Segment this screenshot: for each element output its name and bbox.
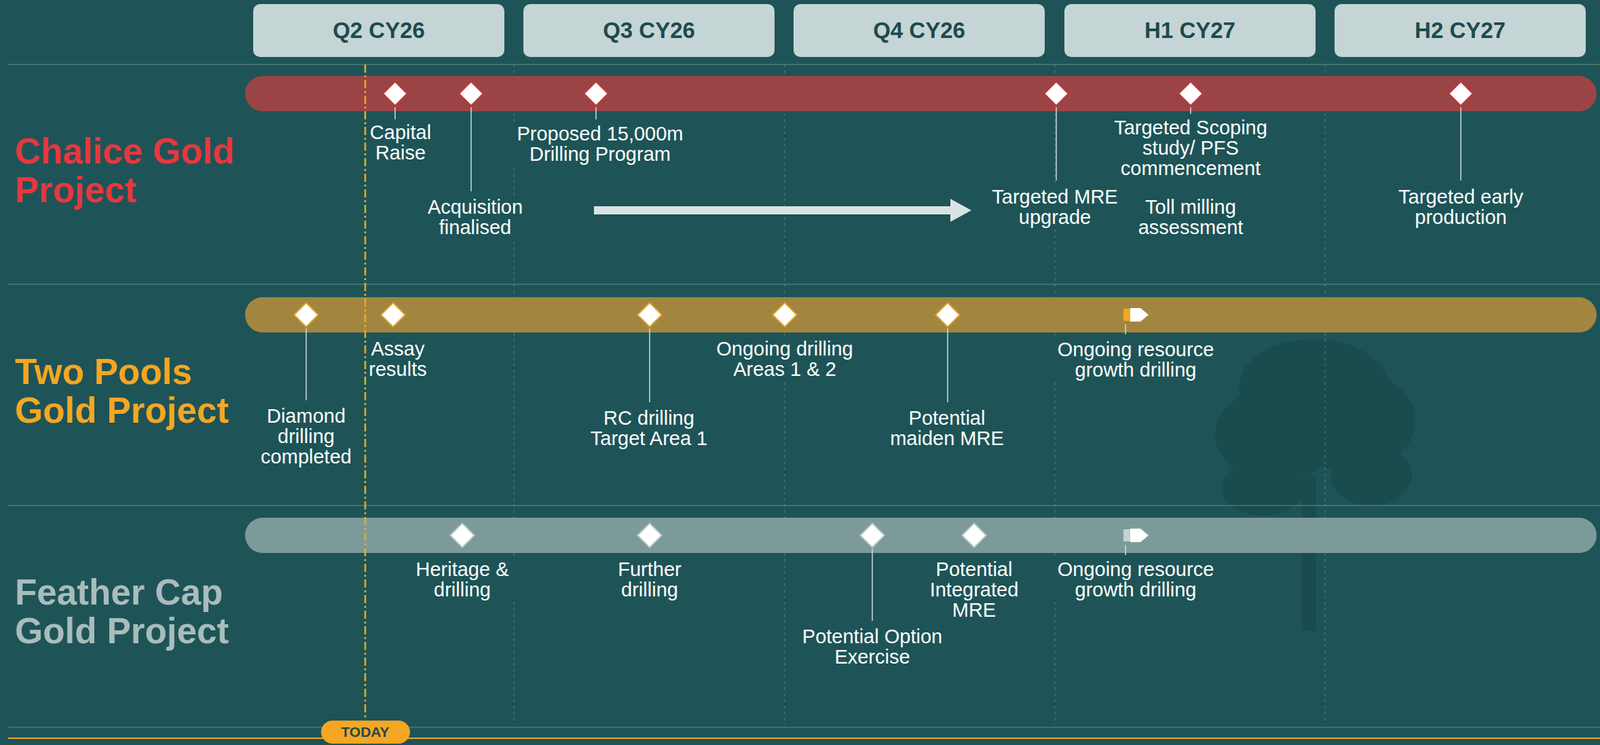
tree-canopy (1221, 461, 1304, 516)
column-divider (1054, 64, 1056, 725)
milestone-label: RC drilling Target Area 1 (581, 407, 717, 449)
period-header: H1 CY27 (1064, 4, 1316, 58)
milestone-label: Diamond drilling completed (255, 405, 358, 468)
project-band (245, 76, 1597, 112)
milestone-diamond (583, 81, 608, 106)
today-marker: TODAY (321, 720, 411, 744)
leader-line (648, 328, 651, 403)
ongoing-marker-base (1123, 308, 1131, 322)
leader-line (1124, 545, 1127, 556)
column-divider (1324, 64, 1326, 725)
period-label: Q4 CY26 (872, 17, 966, 44)
milestone-diamond (458, 81, 483, 106)
milestone-diamond (382, 81, 407, 106)
milestone-diamond (1448, 81, 1473, 106)
row-separator (8, 283, 1600, 286)
milestone-diamond (1178, 81, 1203, 106)
leader-line (1055, 107, 1057, 181)
milestone-diamond (450, 523, 474, 548)
milestone-label: Acquisition finalised (420, 196, 530, 238)
milestone-diamond (961, 523, 986, 548)
tree-silhouette (1215, 339, 1416, 632)
leader-line (305, 328, 307, 401)
milestone-label: Toll milling assessment (1132, 196, 1249, 238)
today-line (364, 64, 367, 719)
leader-line (871, 549, 873, 622)
project-name: Chalice Gold Project (14, 131, 246, 210)
project-name: Two Pools Gold Project (14, 352, 246, 430)
baseline (8, 737, 1600, 740)
leader-line (946, 328, 949, 403)
leader-line (1124, 324, 1127, 335)
timeline-graphics (8, 64, 1600, 739)
row-separator (8, 727, 1600, 729)
milestone-label: Proposed 15,000m Drilling Program (511, 123, 689, 165)
milestone-label: Ongoing drilling Areas 1 & 2 (710, 338, 860, 380)
milestone-diamond (1044, 81, 1068, 106)
column-divider (784, 64, 786, 725)
milestone-diamond (380, 302, 405, 327)
period-label: Q2 CY26 (332, 17, 425, 44)
milestone-label: Capital Raise (367, 122, 434, 163)
leader-line (1189, 107, 1192, 115)
duration-arrow-shaft (593, 206, 952, 215)
project-band (245, 297, 1597, 333)
milestone-label: Targeted early production (1392, 186, 1529, 228)
period-label: H2 CY27 (1414, 17, 1506, 44)
period-header: Q4 CY26 (793, 4, 1045, 58)
milestone-label: Potential maiden MRE (882, 407, 1012, 449)
milestone-diamond (935, 302, 960, 327)
duration-arrow-head (950, 198, 972, 222)
leader-line (595, 107, 597, 120)
milestone-label: Potential Integrated MRE (923, 559, 1026, 621)
ongoing-marker-arrow (1130, 308, 1149, 322)
period-label: Q3 CY26 (602, 17, 696, 44)
milestone-label: Ongoing resource growth drilling (1050, 559, 1221, 601)
milestone-label: Targeted MRE upgrade (987, 186, 1123, 228)
period-header: Q3 CY26 (523, 4, 775, 58)
period-header: Q2 CY26 (253, 4, 505, 58)
ongoing-marker-arrow (1130, 528, 1149, 543)
milestone-diamond (860, 523, 884, 548)
leader-line (1460, 107, 1462, 181)
leader-line (470, 107, 472, 192)
project-band (245, 517, 1597, 554)
ongoing-marker-base (1123, 529, 1131, 542)
tree-canopy (1238, 339, 1389, 435)
row-separator (8, 505, 1600, 507)
project-name: Feather Cap Gold Project (14, 572, 246, 651)
milestone-diamond (772, 302, 797, 327)
tree-canopy (1330, 444, 1412, 506)
row-separator (8, 63, 1600, 66)
milestone-label: Ongoing resource growth drilling (1050, 339, 1221, 381)
milestone-label: Further drilling (605, 559, 694, 601)
period-header: H2 CY27 (1334, 4, 1586, 58)
period-label: H1 CY27 (1144, 17, 1236, 44)
milestone-label: Potential Option Exercise (794, 626, 951, 668)
milestone-diamond (637, 523, 662, 548)
milestone-label: Heritage & drilling (404, 559, 520, 601)
milestone-label: Assay results (367, 338, 429, 380)
milestone-label: Targeted Scoping study/ PFS commencement (1109, 117, 1273, 179)
leader-line (394, 107, 396, 120)
milestone-diamond (293, 302, 318, 327)
today-label: TODAY (340, 724, 389, 741)
milestone-diamond (637, 302, 662, 327)
